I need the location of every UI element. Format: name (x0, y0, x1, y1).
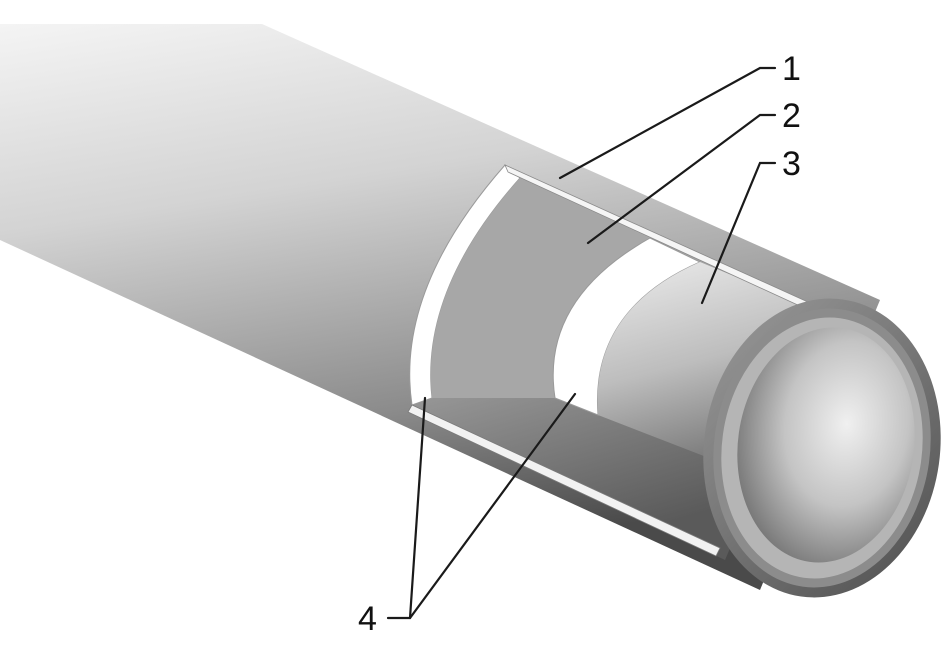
pipe-bore (737, 327, 915, 563)
callout-label-3: 3 (782, 145, 801, 183)
leader-line-4a (408, 396, 427, 620)
cut-edge-lower (407, 404, 721, 557)
leader-line-3 (700, 161, 777, 305)
leader-line-2 (586, 113, 777, 245)
middle-layer (430, 178, 650, 398)
leader-line-4b (386, 392, 577, 620)
callout-label-4: 4 (358, 600, 377, 638)
leader-line-1 (558, 66, 777, 180)
callout-label-2: 2 (782, 97, 801, 135)
callout-label-1: 1 (782, 50, 801, 88)
